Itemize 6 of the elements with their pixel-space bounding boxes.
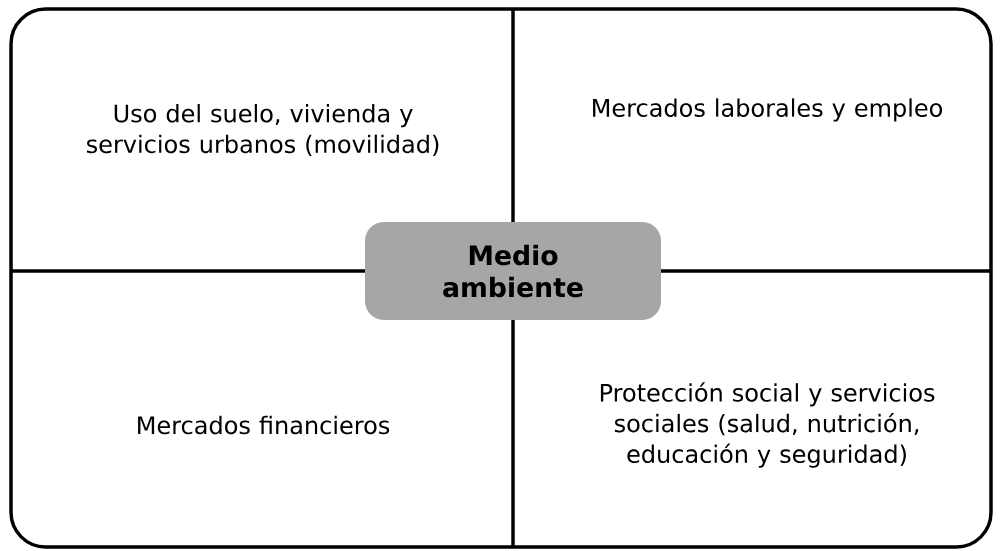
rounded-frame — [9, 7, 993, 549]
quadrant-text: Mercados financieros — [138, 415, 390, 435]
quadrant-text: Uso del suelo, vivienda y servicios urbanos (movilidad) — [87, 103, 439, 157]
center-box: Medio ambiente — [365, 222, 661, 320]
quadrant-text: Mercados laborales y empleo — [593, 98, 943, 122]
quadrant-text: Protección social y servicios sociales (salud, nutrición, educación y seguridad) — [600, 382, 935, 468]
